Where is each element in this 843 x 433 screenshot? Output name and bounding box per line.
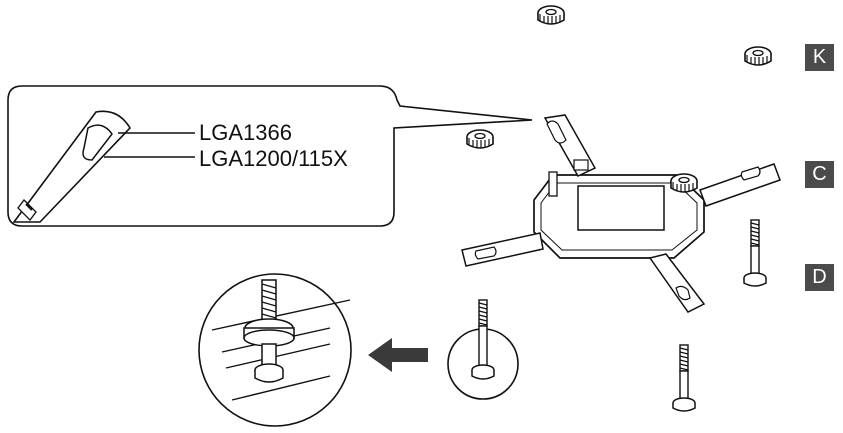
backplate-bracket — [461, 114, 781, 313]
screw-d — [743, 219, 767, 287]
part-badge-k: K — [805, 44, 834, 71]
callout-bubble — [7, 85, 533, 227]
zoomed-screw-detail — [211, 279, 351, 401]
part-badge-d: D — [805, 264, 834, 291]
thumb-nut-top — [537, 5, 565, 25]
thumb-nut-left — [466, 129, 494, 149]
socket-label-lga1366: LGA1366 — [199, 120, 292, 145]
screw-bottom — [672, 344, 696, 412]
part-badge-c: C — [805, 161, 834, 188]
highlighted-screw — [471, 299, 495, 380]
thumb-nut-k — [744, 46, 772, 66]
zoomed-arm-detail — [12, 110, 195, 223]
socket-label-lga1200-115x: LGA1200/115X — [199, 146, 348, 171]
arrow-left-icon — [368, 338, 428, 372]
